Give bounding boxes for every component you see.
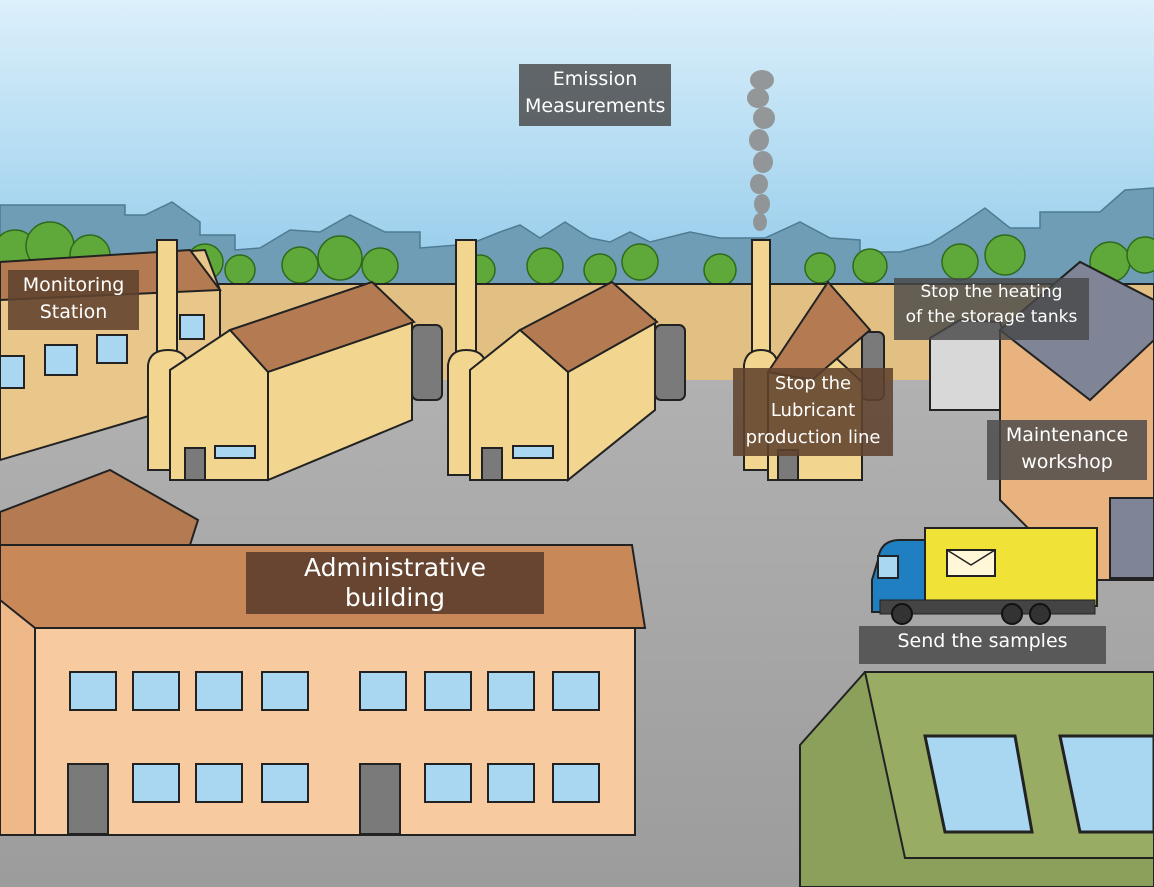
monitoring-station-hotspot[interactable]: Monitoring Station bbox=[8, 270, 139, 330]
monitoring-station-label: Monitoring Station bbox=[22, 274, 125, 323]
envelope-icon bbox=[946, 549, 996, 577]
factory-hall-1 bbox=[147, 239, 416, 482]
stop-lubricant-production-hotspot[interactable]: Stop the Lubricant production line bbox=[733, 368, 893, 456]
small-roof-left bbox=[0, 468, 200, 546]
door bbox=[67, 763, 109, 835]
stop-lubricant-production-label: Stop the Lubricant production line bbox=[745, 373, 881, 448]
smoke-plume bbox=[747, 70, 775, 231]
stop-heating-storage-tanks-label: Stop the heating of the storage tanks bbox=[905, 282, 1078, 327]
factory-hall-2 bbox=[447, 239, 659, 483]
administrative-building-hotspot[interactable]: Administrative building bbox=[246, 552, 544, 614]
stop-heating-storage-tanks-hotspot[interactable]: Stop the heating of the storage tanks bbox=[894, 278, 1089, 340]
send-samples-label: Send the samples bbox=[897, 630, 1068, 652]
delivery-truck[interactable] bbox=[871, 527, 1098, 625]
emission-measurements-hotspot[interactable]: Emission Measurements bbox=[519, 64, 671, 126]
maintenance-workshop-label: Maintenance workshop bbox=[1005, 424, 1129, 473]
maintenance-workshop-hotspot[interactable]: Maintenance workshop bbox=[987, 420, 1147, 480]
send-samples-hotspot[interactable]: Send the samples bbox=[859, 626, 1106, 664]
emission-measurements-label: Emission Measurements bbox=[525, 68, 666, 117]
administrative-building-label: Administrative building bbox=[304, 553, 486, 612]
green-building bbox=[799, 671, 1154, 887]
